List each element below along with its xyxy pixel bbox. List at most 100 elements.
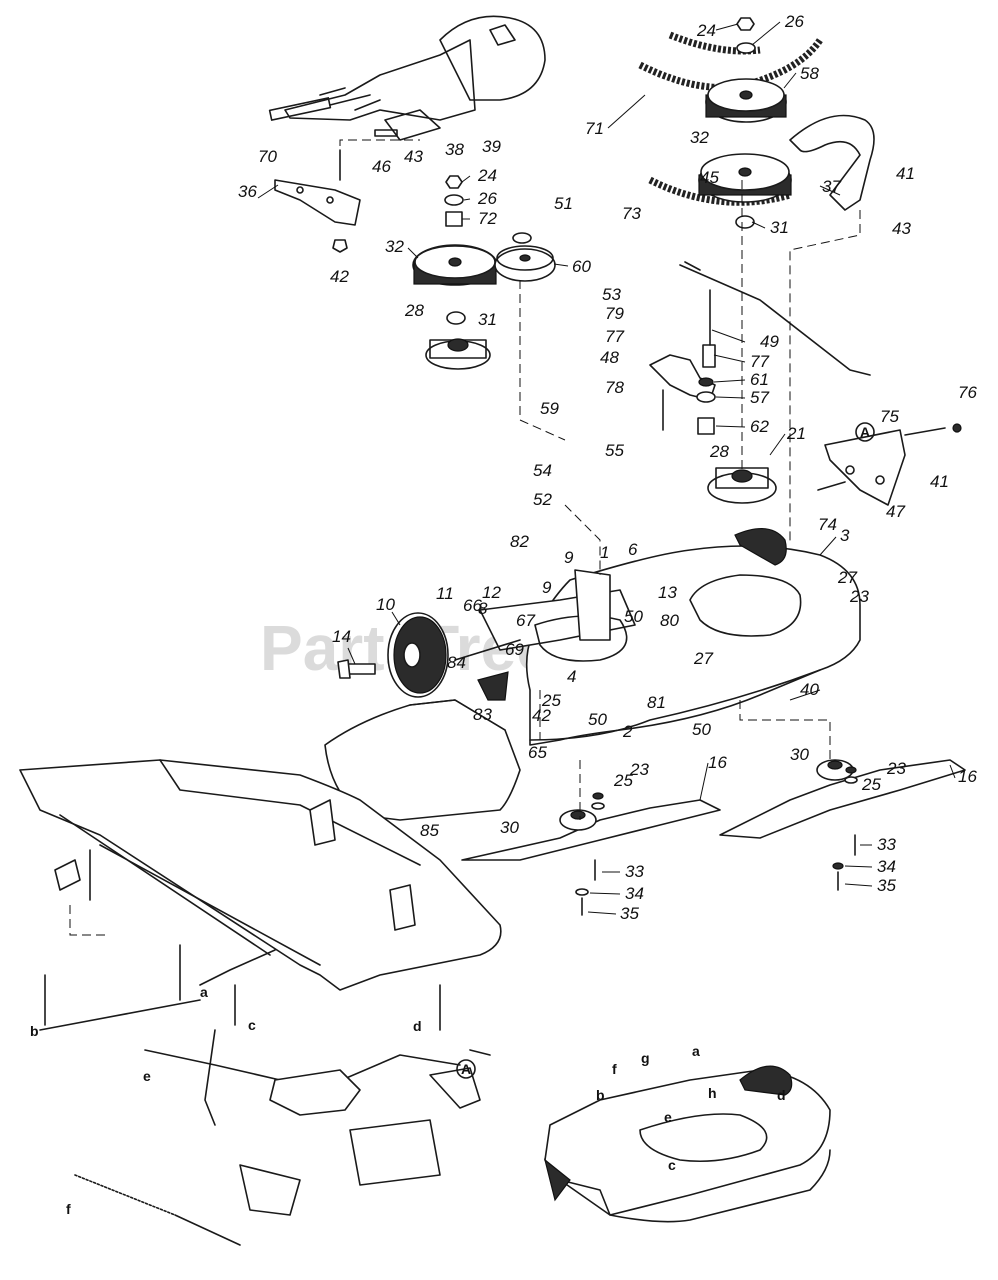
- callout-27-a: 27: [837, 568, 857, 587]
- callout-45: 45: [700, 168, 719, 187]
- callout-16-right: 16: [958, 767, 977, 786]
- callout-27-b: 27: [693, 649, 713, 668]
- lift-handle-assembly: A: [144, 1029, 491, 1186]
- callout-16-left: 16: [708, 753, 727, 772]
- callout-76: 76: [958, 383, 977, 402]
- letter-d-right: d: [777, 1087, 786, 1103]
- callout-55: 55: [605, 441, 624, 460]
- letter-markers: a b c d e f g h a b c d e f: [30, 984, 786, 1217]
- callout-42-center: 42: [532, 706, 551, 725]
- callout-79: 79: [605, 304, 624, 323]
- callout-21: 21: [786, 424, 806, 443]
- callout-66: 66: [463, 596, 482, 615]
- callout-26-top: 26: [784, 12, 804, 31]
- callout-32-left: 32: [385, 237, 404, 256]
- callout-9-b: 9: [564, 548, 574, 567]
- callout-10: 10: [376, 595, 395, 614]
- idler-cable-53: [679, 261, 871, 376]
- callout-77-a: 77: [605, 327, 624, 346]
- spring-f: [74, 1164, 301, 1246]
- blade-hardware: [575, 766, 858, 916]
- callout-69: 69: [505, 640, 524, 659]
- callout-58: 58: [800, 64, 819, 83]
- callout-28-left: 28: [404, 301, 424, 320]
- tractor-frame: [19, 759, 502, 991]
- callout-41-top: 41: [896, 164, 915, 183]
- callout-59: 59: [540, 399, 559, 418]
- letter-g-right: g: [641, 1050, 650, 1066]
- callout-23-left: 23: [629, 760, 649, 779]
- callout-labels: 24 26 58 71 70 46 43 38 39 36 42 24 26 7…: [238, 12, 977, 923]
- callout-60: 60: [572, 257, 591, 276]
- callout-25-left: 25: [613, 771, 633, 790]
- callout-36: 36: [238, 182, 257, 201]
- callout-35-left: 35: [620, 904, 639, 923]
- letter-h-right: h: [708, 1085, 717, 1101]
- hardware-70-42: [332, 149, 348, 253]
- callout-48: 48: [600, 348, 619, 367]
- callout-12: 12: [482, 583, 501, 602]
- blade-right-16: [719, 759, 966, 839]
- callout-49: 49: [760, 332, 779, 351]
- callout-31-left: 31: [478, 310, 497, 329]
- callout-34-right: 34: [877, 857, 896, 876]
- callout-30-left: 30: [500, 818, 519, 837]
- callout-26-left: 26: [477, 189, 497, 208]
- callout-43-left: 43: [404, 147, 423, 166]
- callout-24-top: 24: [696, 21, 716, 40]
- hardware-stack-61-57-62: [696, 377, 716, 435]
- callout-6: 6: [628, 540, 638, 559]
- callout-1: 1: [600, 543, 609, 562]
- letter-e-left: e: [143, 1068, 151, 1084]
- callout-30-right: 30: [790, 745, 809, 764]
- callout-81: 81: [647, 693, 666, 712]
- letter-d-left: d: [413, 1018, 422, 1034]
- callout-9-a: 9: [542, 578, 552, 597]
- bolt-74: [817, 481, 846, 491]
- callout-57: 57: [750, 388, 769, 407]
- letter-f-right: f: [612, 1061, 617, 1077]
- callout-23-deck: 23: [849, 587, 869, 606]
- pulley-58: [705, 17, 787, 123]
- callout-32-right: 32: [690, 128, 709, 147]
- callout-72: 72: [478, 209, 497, 228]
- callout-53: 53: [602, 285, 621, 304]
- callout-74: 74: [818, 515, 837, 534]
- callout-38: 38: [445, 140, 464, 159]
- bracket-36: [274, 179, 361, 226]
- callout-46: 46: [372, 157, 391, 176]
- callout-40: 40: [800, 680, 819, 699]
- callout-62: 62: [750, 417, 769, 436]
- callout-54: 54: [533, 461, 552, 480]
- callout-70: 70: [258, 147, 277, 166]
- callout-84: 84: [447, 653, 466, 672]
- callout-13: 13: [658, 583, 677, 602]
- callout-28-center: 28: [709, 442, 729, 461]
- idler-pulley-60: [494, 232, 556, 282]
- lower-deck-housing: [543, 1065, 831, 1223]
- callout-24-left: 24: [477, 166, 497, 185]
- callout-2: 2: [622, 722, 633, 741]
- marker-a-top: A: [860, 424, 870, 440]
- letter-b-right: b: [596, 1087, 605, 1103]
- letter-c-right: c: [668, 1157, 676, 1173]
- callout-25-right: 25: [861, 775, 881, 794]
- callout-51: 51: [554, 194, 573, 213]
- callout-41-right: 41: [930, 472, 949, 491]
- callout-33-right: 33: [877, 835, 896, 854]
- idler-arm-48: [649, 289, 716, 401]
- letter-a-left: a: [200, 984, 208, 1000]
- callout-52: 52: [533, 490, 552, 509]
- callout-61: 61: [750, 370, 769, 389]
- bracket-47: A: [824, 422, 906, 506]
- callout-65: 65: [528, 743, 547, 762]
- callout-23-right: 23: [886, 759, 906, 778]
- callout-31-right: 31: [770, 218, 789, 237]
- callout-80: 80: [660, 611, 679, 630]
- drive-belt-71: [638, 31, 823, 206]
- callout-leader-lines: [257, 21, 956, 915]
- center-spindle-28: [707, 467, 777, 504]
- callout-34-left: 34: [625, 884, 644, 903]
- callout-67: 67: [516, 611, 535, 630]
